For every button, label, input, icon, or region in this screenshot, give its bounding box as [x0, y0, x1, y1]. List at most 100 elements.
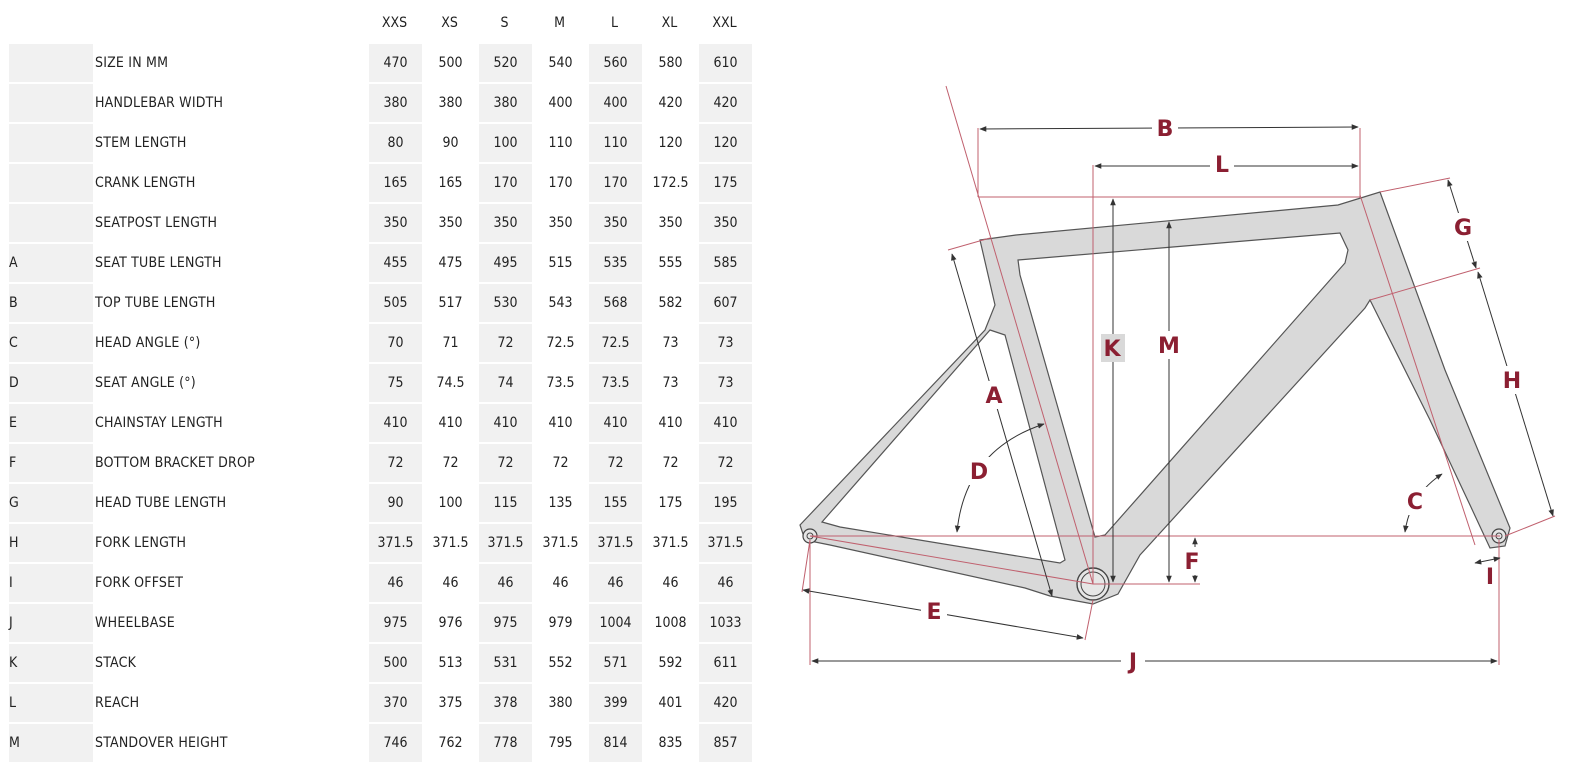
measurement-value: 72: [642, 444, 697, 482]
label-l: L: [1215, 153, 1229, 178]
label-f: F: [1184, 550, 1199, 575]
chainstay-axis: [809, 535, 1094, 585]
header-spacer: [9, 4, 95, 42]
dimension-letter: [9, 164, 95, 202]
measurement-value: 46: [367, 564, 422, 602]
frame-outline: [799, 191, 1511, 605]
seat-tube-axis: [945, 85, 1094, 585]
measurement-value: 350: [477, 204, 532, 242]
measurement-value: 370: [367, 684, 422, 722]
measurement-value: 46: [532, 564, 587, 602]
measurement-value: 100: [477, 124, 532, 162]
dimension-letter: L: [9, 684, 95, 722]
measurement-value: 531: [477, 644, 532, 682]
dimension-letter: A: [9, 244, 95, 282]
measurement-value: 135: [532, 484, 587, 522]
measurement-value: 46: [422, 564, 477, 602]
measurement-value: 120: [642, 124, 697, 162]
measurement-value: 746: [367, 724, 422, 762]
measurement-value: 762: [422, 724, 477, 762]
measurement-value: 420: [697, 84, 752, 122]
fork-ext: [1504, 515, 1556, 537]
bike-frame: [799, 191, 1511, 605]
dimension-letter: C: [9, 324, 95, 362]
measurement-value: 857: [697, 724, 752, 762]
measurement-value: 610: [697, 44, 752, 82]
size-header: XS: [422, 4, 477, 42]
measurement-name: BOTTOM BRACKET DROP: [95, 444, 367, 482]
measurement-name: CHAINSTAY LENGTH: [95, 404, 367, 442]
measurement-value: 350: [367, 204, 422, 242]
dimension-labels: B L K M A D G H C F I E J: [921, 113, 1525, 675]
head-top-ext: [1379, 177, 1451, 193]
size-header: XXS: [367, 4, 422, 42]
measurement-value: 410: [477, 404, 532, 442]
dim-i: [1474, 556, 1501, 565]
head-tube-axis: [1359, 194, 1476, 546]
measurement-value: 74: [477, 364, 532, 402]
dimension-letter: F: [9, 444, 95, 482]
measurement-value: 175: [642, 484, 697, 522]
head-bottom-ext: [1369, 267, 1481, 301]
measurement-name: TOP TUBE LENGTH: [95, 284, 367, 322]
measurement-value: 115: [477, 484, 532, 522]
bb-down-ext: [1084, 599, 1094, 641]
measurement-value: 80: [367, 124, 422, 162]
measurement-value: 1004: [587, 604, 642, 642]
measurement-value: 46: [697, 564, 752, 602]
measurement-value: 378: [477, 684, 532, 722]
measurement-value: 73: [642, 364, 697, 402]
measurement-value: 513: [422, 644, 477, 682]
measurement-value: 371.5: [477, 524, 532, 562]
measurement-name: STANDOVER HEIGHT: [95, 724, 367, 762]
measurement-value: 371.5: [422, 524, 477, 562]
measurement-value: 555: [642, 244, 697, 282]
measurement-value: 500: [422, 44, 477, 82]
measurement-value: 568: [587, 284, 642, 322]
label-e: E: [926, 600, 941, 625]
measurement-value: 90: [367, 484, 422, 522]
dimension-letter: E: [9, 404, 95, 442]
label-m: M: [1158, 334, 1180, 359]
label-k: K: [1103, 337, 1121, 362]
measurement-value: 380: [422, 84, 477, 122]
measurement-value: 170: [587, 164, 642, 202]
measurement-name: WHEELBASE: [95, 604, 367, 642]
measurement-value: 110: [532, 124, 587, 162]
measurement-value: 165: [422, 164, 477, 202]
label-g: G: [1454, 216, 1472, 241]
size-header: XL: [642, 4, 697, 42]
measurement-value: 170: [477, 164, 532, 202]
measurement-name: REACH: [95, 684, 367, 722]
measurement-value: 350: [642, 204, 697, 242]
frame-geometry-diagram: B L K M A D G H C F I E J: [799, 85, 1556, 675]
measurement-value: 515: [532, 244, 587, 282]
measurement-value: 470: [367, 44, 422, 82]
dimension-letter: K: [9, 644, 95, 682]
measurement-value: 72: [587, 444, 642, 482]
measurement-value: 535: [587, 244, 642, 282]
dimension-letter: [9, 84, 95, 122]
measurement-value: 350: [422, 204, 477, 242]
measurement-value: 500: [367, 644, 422, 682]
measurement-value: 560: [587, 44, 642, 82]
measurement-value: 72: [422, 444, 477, 482]
measurement-name: SEAT ANGLE (°): [95, 364, 367, 402]
measurement-value: 975: [477, 604, 532, 642]
measurement-value: 371.5: [532, 524, 587, 562]
measurement-value: 175: [697, 164, 752, 202]
size-header-row: XXS XS S M L XL XXL: [9, 4, 752, 42]
dimension-letter: I: [9, 564, 95, 602]
measurement-name: SEATPOST LENGTH: [95, 204, 367, 242]
dimension-letter: B: [9, 284, 95, 322]
measurement-value: 72: [697, 444, 752, 482]
